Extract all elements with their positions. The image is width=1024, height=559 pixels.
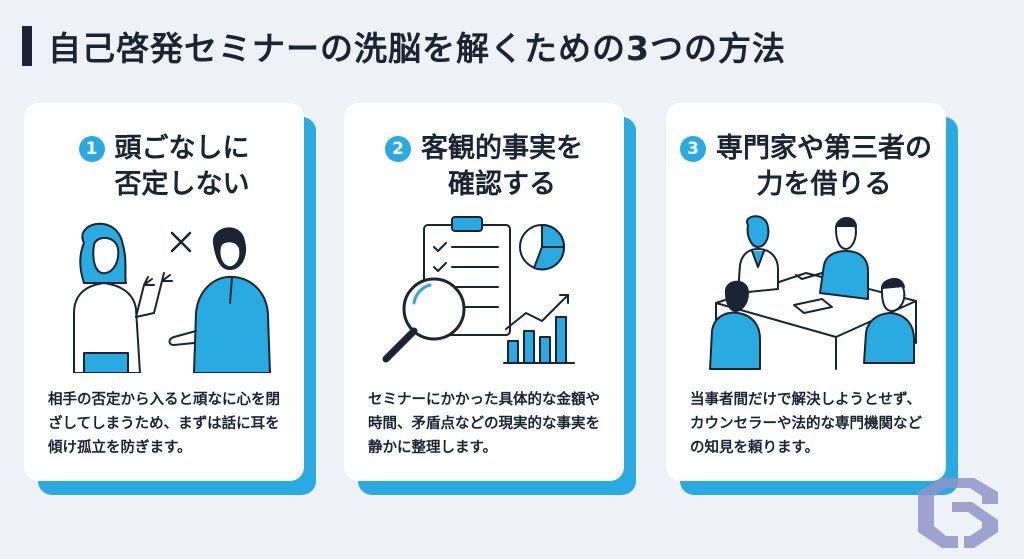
step-number-badge: 2 [385,136,411,162]
card-heading-row: 2 客観的事実を 確認する [344,131,624,203]
clipboard-magnifier-chart-icon [382,216,575,364]
step-number-badge: 1 [78,136,105,162]
page-title-bar: 自己啓発セミナーの洗脳を解くための3つの方法 [22,22,786,70]
card-heading-line: 頭ごなしに 否定しない [114,133,250,200]
card-body: 3 専門家や第三者の 力を借りる [666,103,946,481]
card-description: 相手の否定から入ると頑なに心を閉ざしてしまうため、まずは話に耳を傾け孤立を防ぎま… [48,392,280,456]
card-heading-line: 専門家や第三者の 力を借りる [716,133,932,200]
method-card-3: 3 専門家や第三者の 力を借りる [666,103,958,495]
card-heading: 客観的事実を 確認する [421,131,583,203]
card-heading: 専門家や第三者の 力を借りる [716,131,932,203]
card-heading-line: 客観的事実を 確認する [421,133,583,200]
method-card-1: 1 頭ごなしに 否定しない [24,103,316,495]
card-description: 当事者間だけで解決しようとせず、カウンセラーや法的な専門機関などの知見を頼ります… [690,392,922,456]
card-heading: 頭ごなしに 否定しない [115,131,250,203]
two-people-disagreeing-icon [73,222,271,373]
method-card-2: 2 客観的事実を 確認する [344,103,636,495]
page-title: 自己啓発セミナーの洗脳を解くための3つの方法 [48,29,786,68]
card-description: セミナーにかかった具体的な金額や時間、矛盾点などの現実的な事実を静かに整理します… [368,392,600,456]
meeting-table-icon [709,215,917,370]
card-heading-row: 1 頭ごなしに 否定しない [24,131,304,203]
card-body: 2 客観的事実を 確認する [344,103,624,481]
brand-logo-icon [918,478,998,548]
step-number-badge: 3 [680,136,706,162]
card-heading-row: 3 専門家や第三者の 力を借りる [666,131,946,203]
card-body: 1 頭ごなしに 否定しない [24,103,304,481]
title-accent-bar [22,26,32,66]
